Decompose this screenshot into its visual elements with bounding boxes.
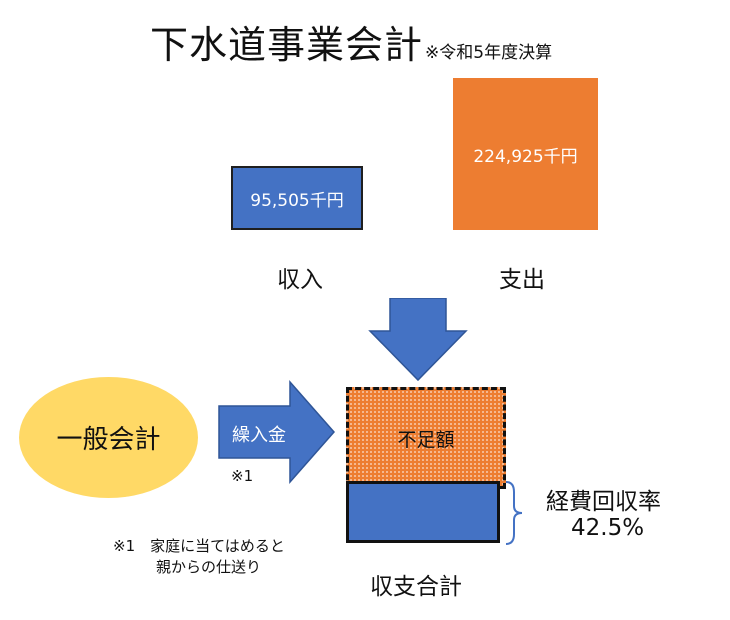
transfer-arrow-icon — [218, 380, 335, 484]
general-account-label: 一般会計 — [56, 425, 161, 455]
footnote-line-1: ※1 家庭に当てはめると — [113, 537, 285, 555]
title-text: 下水道事業会計 — [150, 23, 424, 67]
expenditure-label: 支出 — [499, 267, 545, 293]
income-label: 収入 — [277, 267, 323, 293]
general-account-ellipse: 一般会計 — [19, 377, 198, 498]
shortfall-box: 不足額 — [346, 387, 506, 489]
recovery-rate-label: 経費回収率 — [546, 489, 661, 515]
page-title: 下水道事業会計※令和5年度決算 — [150, 14, 552, 69]
down-arrow-icon — [368, 298, 468, 382]
transfer-note-mark: ※1 — [231, 467, 254, 485]
total-label: 収支合計 — [370, 574, 462, 600]
recovered-box — [346, 481, 500, 543]
income-value: 95,505千円 — [250, 190, 344, 211]
shortfall-label: 不足額 — [397, 428, 455, 451]
expenditure-box: 224,925千円 — [453, 78, 598, 230]
transfer-label: 繰入金 — [232, 425, 286, 446]
title-note: ※令和5年度決算 — [425, 43, 553, 63]
income-box: 95,505千円 — [231, 166, 363, 230]
expenditure-value: 224,925千円 — [473, 146, 578, 167]
bracket-icon — [505, 481, 523, 545]
footnote-line-2: 親からの仕送り — [156, 558, 262, 576]
recovery-rate-value: 42.5% — [571, 515, 645, 541]
